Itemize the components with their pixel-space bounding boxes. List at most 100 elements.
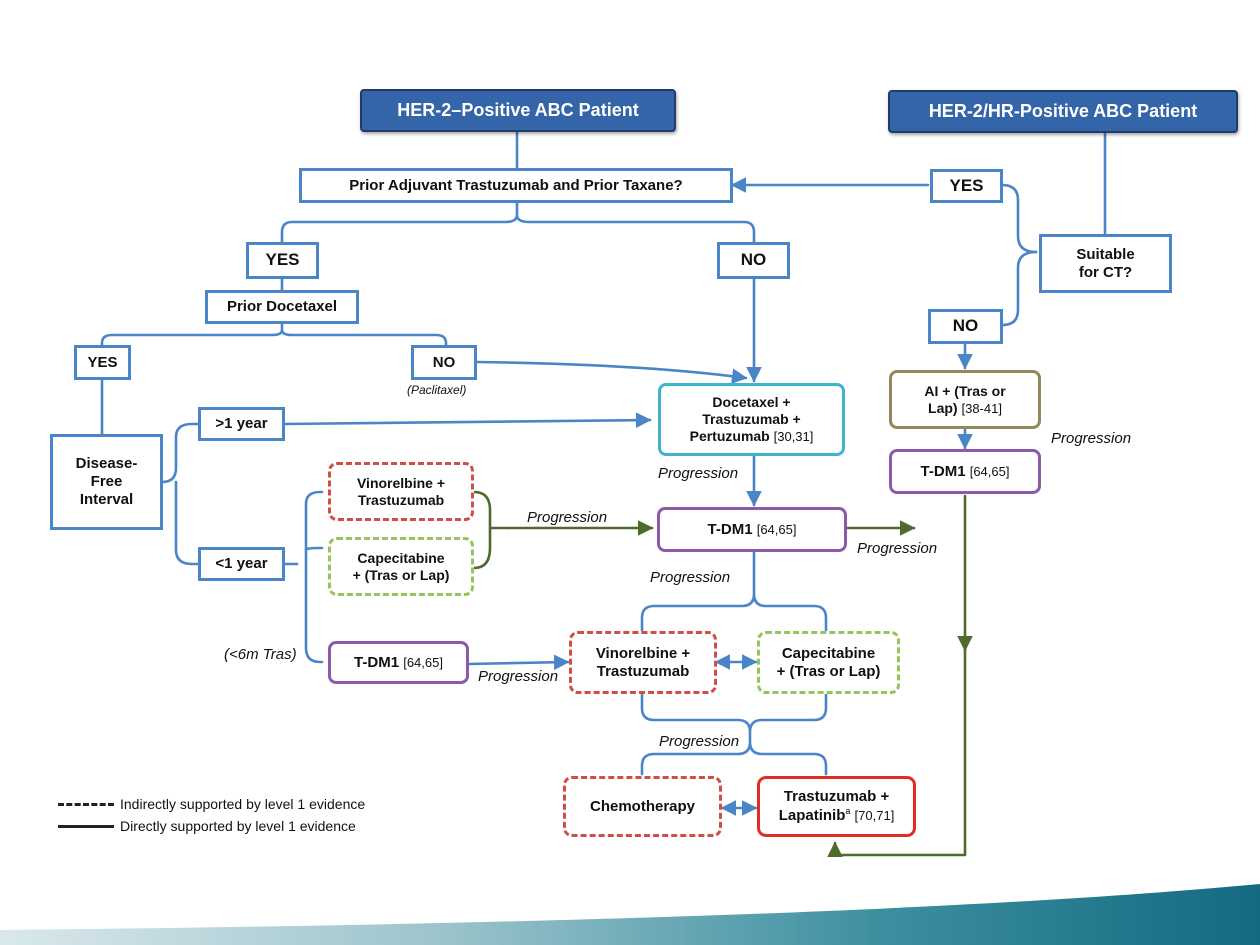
yes-right-box: YES (930, 169, 1003, 203)
vino-left-line2: Trastuzumab (357, 491, 445, 508)
lt1-year-box: <1 year (198, 547, 285, 581)
gt1-year-label: >1 year (215, 415, 268, 432)
prior-adjuvant-box: Prior Adjuvant Trastuzumab and Prior Tax… (299, 168, 733, 203)
vinorelbine-left-box: Vinorelbine + Trastuzumab (328, 462, 474, 521)
vino-left-line1: Vinorelbine + (356, 474, 446, 491)
progression-label-tdm1c-down: Progression (650, 569, 731, 586)
edge-prior-split (280, 200, 756, 244)
gt1-year-box: >1 year (198, 407, 285, 441)
capecitabine-bottom-box: Capecitabine + (Tras or Lap) (757, 631, 900, 694)
brace-dfi (160, 422, 200, 566)
legend-solid: Directly supported by level 1 evidence (58, 818, 356, 834)
tras-lap-line1: Trastuzumab + (783, 788, 890, 805)
ai-line2: Lap) [38-41] (928, 400, 1002, 417)
brace-yes-suitable (1000, 183, 1038, 254)
dtp-ref: [30,31] (773, 428, 814, 444)
prior-adjuvant-label: Prior Adjuvant Trastuzumab and Prior Tax… (349, 176, 683, 194)
cape-bottom-line2: + (Tras or Lap) (776, 662, 881, 680)
yes-left-label: YES (265, 250, 300, 270)
tras-lap-line2: Lapatiniba [70,71] (779, 806, 895, 825)
tdm1-left-name: T-DM1 (354, 653, 400, 671)
progression-label-green: Progression (527, 509, 608, 526)
progression-label-tdm1l: Progression (478, 668, 559, 685)
vino-bottom-line1: Vinorelbine + (595, 644, 691, 662)
progression-label-tdm1c-right: Progression (857, 540, 938, 557)
chemotherapy-label: Chemotherapy (589, 797, 696, 815)
dtp-line3: Pertuzumab [30,31] (690, 428, 814, 445)
progression-label-ai: Progression (1051, 430, 1132, 447)
no-small-label: NO (432, 353, 456, 371)
docetaxel-trastuzumab-pertuzumab-box: Docetaxel + Trastuzumab + Pertuzumab [30… (658, 383, 845, 456)
tras-lap-ref: [70,71] (854, 808, 895, 823)
tdm1-right-name: T-DM1 (920, 462, 966, 480)
edge-nosmall-to-dtp (474, 360, 748, 384)
paclitaxel-note: (Paclitaxel) (407, 383, 467, 397)
ai-line1: AI + (Tras or (924, 382, 1006, 399)
tdm1-center-text: T-DM1 [64,65] (708, 521, 797, 539)
yes-right-label: YES (949, 175, 984, 195)
tras-lap-sup: a (845, 806, 851, 816)
no-right-label: NO (952, 316, 979, 336)
dtp-line2: Trastuzumab + (702, 411, 801, 428)
no-right-box: NO (928, 309, 1003, 344)
header-her2-hr-positive-label: HER-2/HR-Positive ABC Patient (928, 100, 1198, 121)
vinorelbine-bottom-box: Vinorelbine + Trastuzumab (569, 631, 717, 694)
brace-lt1 (282, 490, 324, 664)
edge-gt1-to-dtp (282, 412, 652, 428)
tdm1-center-ref: [64,65] (756, 521, 797, 537)
tdm1-left-ref: [64,65] (403, 654, 443, 670)
prior-docetaxel-label: Prior Docetaxel (226, 298, 338, 315)
no-center-box: NO (717, 242, 790, 279)
trastuzumab-lapatinib-box: Trastuzumab + Lapatiniba [70,71] (757, 776, 916, 837)
legend-dashed-label: Indirectly supported by level 1 evidence (120, 796, 366, 812)
chemotherapy-box: Chemotherapy (563, 776, 722, 837)
yes-small-label: YES (87, 353, 118, 371)
header-her2-positive: HER-2–Positive ABC Patient (360, 89, 676, 132)
tdm1-right-text: T-DM1 [64,65] (921, 463, 1010, 481)
cape-left-line2: + (Tras or Lap) (352, 566, 450, 583)
dfi-label: Disease- Free Interval (75, 455, 138, 508)
cape-bottom-line1: Capecitabine (781, 644, 876, 662)
edge-tdm1l-to-vino (466, 654, 570, 671)
suitable-ct-box: Suitable for CT? (1039, 234, 1172, 293)
brace-tdm1c (640, 549, 828, 632)
prior-docetaxel-box: Prior Docetaxel (205, 290, 359, 324)
legend-dashed-line (58, 802, 114, 806)
dtp-line3-name: Pertuzumab (689, 427, 770, 444)
header-her2-hr-positive: HER-2/HR-Positive ABC Patient (888, 90, 1238, 133)
edge-docetaxel-split (100, 321, 448, 347)
progression-label-bottom: Progression (659, 733, 740, 750)
ai-tras-lap-box: AI + (Tras or Lap) [38-41] (889, 370, 1041, 429)
vino-bottom-line2: Trastuzumab (596, 662, 690, 680)
tdm1-right-box: T-DM1 [64,65] (889, 449, 1041, 494)
dtp-line1: Docetaxel + (712, 394, 791, 411)
suitable-ct-label: Suitable for CT? (1076, 245, 1135, 281)
tras-lap-line2-name: Lapatinib (778, 807, 846, 824)
no-small-box: NO (411, 345, 477, 380)
edge-green-tdm1r-down (827, 494, 967, 858)
no-center-label: NO (740, 250, 767, 270)
brace-green-left (472, 490, 510, 570)
capecitabine-left-box: Capecitabine + (Tras or Lap) (328, 537, 474, 596)
tdm1-left-text: T-DM1 [64,65] (354, 654, 443, 672)
brace-no-suitable (1000, 250, 1038, 327)
progression-label-dtp: Progression (658, 465, 739, 482)
lt6m-tras-label: (<6m Tras) (224, 646, 297, 663)
dfi-box: Disease- Free Interval (50, 434, 163, 530)
tdm1-center-box: T-DM1 [64,65] (657, 507, 847, 552)
legend-dashed: Indirectly supported by level 1 evidence (58, 796, 365, 812)
yes-left-box: YES (246, 242, 319, 279)
ai-ref: [38-41] (961, 400, 1002, 416)
tdm1-right-ref: [64,65] (969, 463, 1010, 479)
ai-line2-name: Lap) (928, 399, 958, 416)
header-her2-positive-label: HER-2–Positive ABC Patient (397, 99, 639, 120)
cape-left-line1: Capecitabine (357, 549, 445, 566)
yes-small-box: YES (74, 345, 131, 380)
footer-gradient-band (0, 884, 1260, 945)
legend-solid-line (58, 824, 114, 828)
lt1-year-label: <1 year (215, 555, 268, 572)
tdm1-left-box: T-DM1 [64,65] (328, 641, 469, 684)
legend-solid-label: Directly supported by level 1 evidence (120, 818, 356, 834)
tdm1-center-name: T-DM1 (707, 520, 753, 538)
